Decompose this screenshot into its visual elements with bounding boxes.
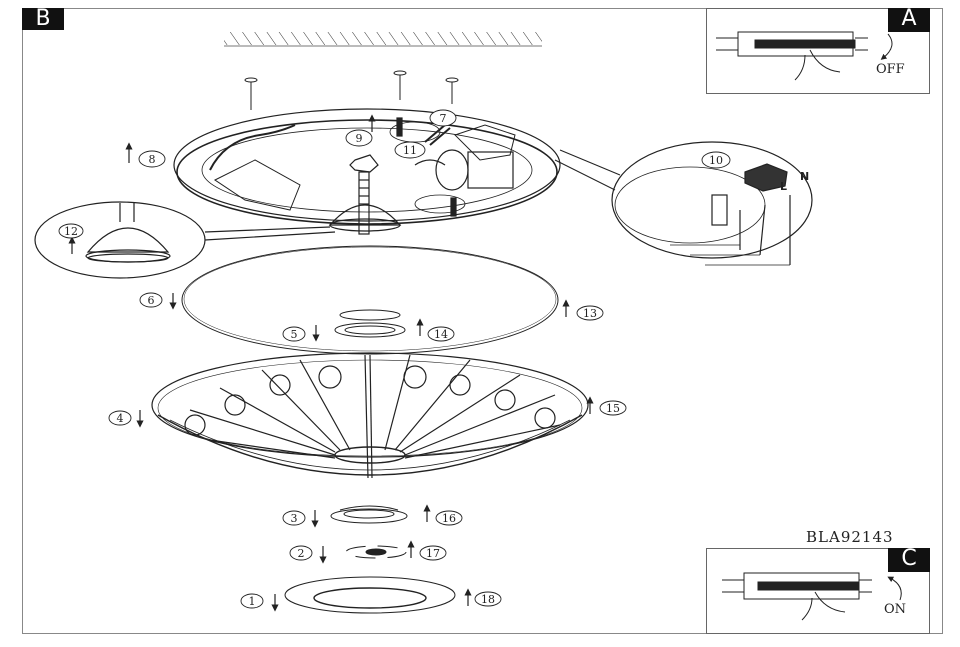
power-off-label: OFF	[876, 62, 905, 77]
step-3: 3	[282, 510, 306, 526]
neutral-wire-label: N	[800, 170, 809, 183]
step-6: 6	[139, 292, 163, 308]
power-on-label: ON	[884, 602, 907, 617]
svg-text:18: 18	[481, 593, 495, 606]
step-2: 2	[289, 545, 313, 561]
svg-text:8: 8	[149, 153, 156, 166]
svg-text:17: 17	[426, 547, 440, 560]
canopy-base	[173, 108, 621, 235]
step-10: 10	[701, 151, 731, 169]
section-tag-b: B	[22, 8, 64, 30]
svg-text:4: 4	[117, 412, 124, 425]
step-1: 1	[240, 593, 264, 609]
step-7: 7	[429, 109, 457, 127]
svg-text:10: 10	[709, 154, 723, 167]
ceiling-screws	[244, 70, 459, 110]
step-12: 12	[58, 223, 84, 239]
live-wire-label: L	[780, 180, 787, 193]
section-tag-a: A	[888, 8, 930, 32]
step-5: 5	[282, 326, 306, 342]
step-numbers: 1 2 3 4 5 6 7 8 9 10 11 12 13 14 15 16 1…	[58, 109, 731, 609]
power-off-panel	[706, 8, 930, 94]
breaker-on-drawing	[722, 572, 902, 621]
step-18: 18	[474, 591, 502, 607]
svg-text:2: 2	[298, 547, 305, 560]
svg-text:15: 15	[606, 402, 620, 415]
svg-text:16: 16	[442, 512, 456, 525]
svg-text:1: 1	[249, 595, 256, 608]
svg-text:6: 6	[148, 294, 155, 307]
svg-text:11: 11	[403, 144, 417, 157]
decorative-frame	[151, 352, 589, 479]
section-tag-c: C	[888, 548, 930, 572]
step-9: 9	[345, 129, 373, 147]
model-number: BLA92143	[806, 528, 894, 546]
svg-text:5: 5	[291, 328, 298, 341]
step-15: 15	[599, 400, 627, 416]
svg-text:7: 7	[440, 112, 447, 125]
step-17: 17	[419, 545, 447, 561]
step-11: 11	[394, 141, 426, 159]
svg-text:3: 3	[291, 512, 298, 525]
diagram-frame	[22, 8, 943, 634]
lower-parts	[284, 505, 456, 614]
breaker-off-drawing	[716, 31, 893, 81]
step-8: 8	[138, 150, 166, 168]
step-14: 14	[427, 326, 455, 342]
step-13: 13	[576, 305, 604, 321]
step-arrows	[68, 114, 594, 612]
detail-12-callout	[34, 201, 336, 279]
glass-diffuser	[181, 245, 559, 355]
detail-10-callout	[611, 141, 813, 266]
power-on-panel	[706, 548, 930, 634]
step-4: 4	[108, 410, 132, 426]
svg-text:14: 14	[434, 328, 448, 341]
svg-text:13: 13	[583, 307, 597, 320]
svg-text:12: 12	[64, 225, 78, 238]
step-16: 16	[435, 510, 463, 526]
svg-text:9: 9	[356, 132, 363, 145]
ceiling-hatch	[224, 32, 542, 47]
